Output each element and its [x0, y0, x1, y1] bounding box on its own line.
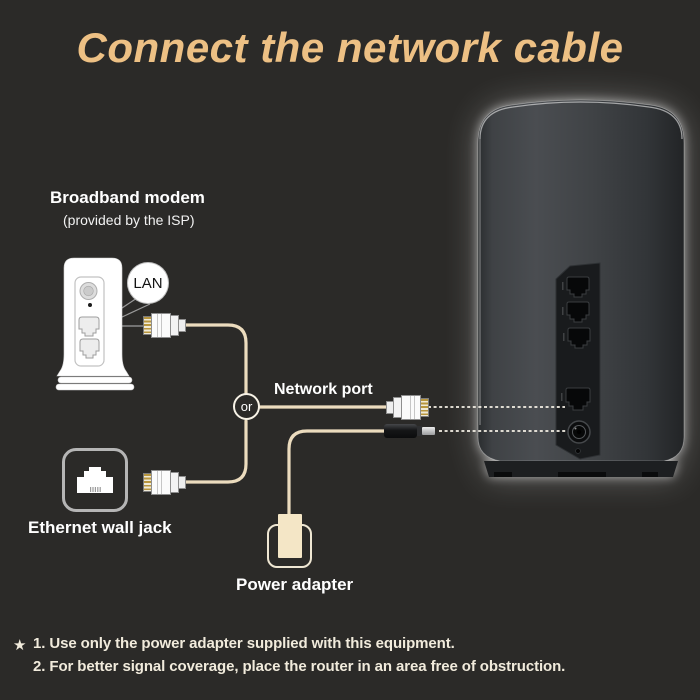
wall-jack-frame — [62, 448, 128, 512]
rj45-body — [401, 395, 421, 420]
rj45-collar — [393, 397, 402, 418]
network-port-label: Network port — [274, 381, 373, 398]
power-plug-tip — [422, 427, 435, 435]
power-adapter-label: Power adapter — [236, 575, 354, 594]
modem-indicator-dot — [88, 303, 92, 307]
power-adapter-icon — [278, 514, 302, 558]
note-line-2: 2. For better signal coverage, place the… — [33, 658, 566, 675]
router-lan2-port-icon — [566, 301, 590, 323]
power-plug-icon — [384, 423, 438, 439]
page-title: Connect the network cable — [76, 24, 624, 71]
walljack-ethernet-cable — [184, 419, 248, 484]
rj45-pins — [420, 398, 429, 417]
rj45-boot — [386, 401, 394, 414]
rj45-connector-icon — [143, 313, 186, 338]
router-foot — [558, 472, 606, 477]
lan-callout: LAN — [127, 262, 169, 304]
modem-label: Broadband modem — [50, 188, 205, 207]
modem-lan-socket-icon — [79, 338, 100, 359]
router-base — [484, 461, 678, 477]
modem-coax-inner — [83, 285, 94, 297]
power-plug-ring — [417, 426, 422, 436]
rj45-connector-icon — [143, 470, 186, 495]
power-cable — [287, 429, 387, 518]
router-lan1-port-icon — [566, 276, 590, 298]
rj45-body — [151, 313, 171, 338]
power-plug-body — [384, 424, 417, 438]
star-icon: ★ — [13, 637, 27, 654]
router-foot — [642, 472, 658, 477]
modem-ethernet-cable — [184, 323, 248, 395]
rj45-body — [151, 470, 171, 495]
router-foot — [494, 472, 512, 477]
modem-base-ring — [57, 376, 133, 384]
rj45-boot — [178, 476, 186, 489]
ethernet-jack-icon — [77, 467, 113, 493]
or-junction-label: or — [240, 399, 253, 414]
modem-illustration — [55, 257, 135, 391]
modem-base-ring — [55, 383, 135, 391]
router-lan3-port-icon — [567, 327, 591, 349]
note-line-1: 1. Use only the power adapter supplied w… — [33, 635, 455, 652]
router-power-jack-icon — [567, 420, 591, 444]
modem-sublabel: (provided by the ISP) — [63, 212, 195, 228]
router-top-rim — [479, 101, 683, 140]
or-junction: or — [233, 393, 260, 420]
rj45-connector-icon — [386, 395, 429, 420]
router-wan-port-icon — [565, 387, 591, 411]
lan-callout-label: LAN — [133, 274, 163, 292]
router-illustration — [477, 99, 685, 477]
router-reset-hole-icon — [575, 448, 581, 454]
modem-lan-socket-icon — [78, 316, 100, 337]
rj45-boot — [178, 319, 186, 332]
wall-jack-label: Ethernet wall jack — [28, 518, 172, 537]
